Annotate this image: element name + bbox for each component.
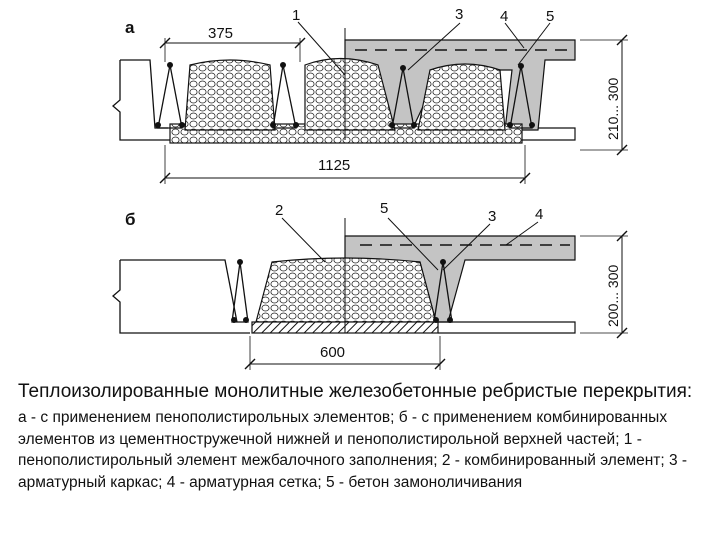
- callout-4-a: 4: [500, 8, 508, 25]
- figure-caption: Теплоизолированные монолитные железобето…: [18, 380, 708, 493]
- dim-600-label: 600: [320, 344, 345, 361]
- panel-b-label: б: [125, 210, 136, 229]
- caption-title: Теплоизолированные монолитные железобето…: [18, 381, 693, 402]
- panel-a: а 375: [112, 6, 628, 184]
- callout-3-b: 3: [488, 208, 496, 225]
- caption-body: а - с применением пенополистирольных эле…: [18, 409, 688, 491]
- callout-5-b: 5: [380, 200, 388, 217]
- dim-375-label: 375: [208, 25, 233, 42]
- dimension-vertical-a: 210... 300: [580, 34, 628, 156]
- dim-vertical-b-label: 200... 300: [605, 265, 621, 327]
- dim-vertical-a-label: 210... 300: [605, 78, 621, 140]
- leaders-b: [281, 217, 539, 271]
- panel-a-label: а: [125, 18, 135, 37]
- callout-2: 2: [275, 202, 283, 219]
- foam-element-1: [184, 59, 276, 131]
- rebar-cages-a: [157, 64, 533, 129]
- panel-b: б 2 5 3 4: [112, 200, 628, 370]
- dimension-375: 375: [159, 25, 306, 62]
- foam-element-2: [304, 57, 396, 131]
- foam-element-3: [417, 63, 506, 131]
- callout-5-a: 5: [546, 8, 554, 25]
- dimension-vertical-b: 200... 300: [580, 230, 628, 339]
- rebar-cages-b: [231, 261, 453, 323]
- callout-1: 1: [292, 7, 300, 24]
- floor-slab-diagram: а 375: [112, 6, 628, 370]
- combined-element-foam: [255, 257, 437, 323]
- dimension-1125: 1125: [159, 145, 531, 184]
- dim-1125-label: 1125: [318, 157, 350, 174]
- callout-3-a: 3: [455, 6, 463, 23]
- callout-4-b: 4: [535, 206, 543, 223]
- leaders-a: [297, 21, 551, 76]
- dimension-600: 600: [244, 336, 446, 370]
